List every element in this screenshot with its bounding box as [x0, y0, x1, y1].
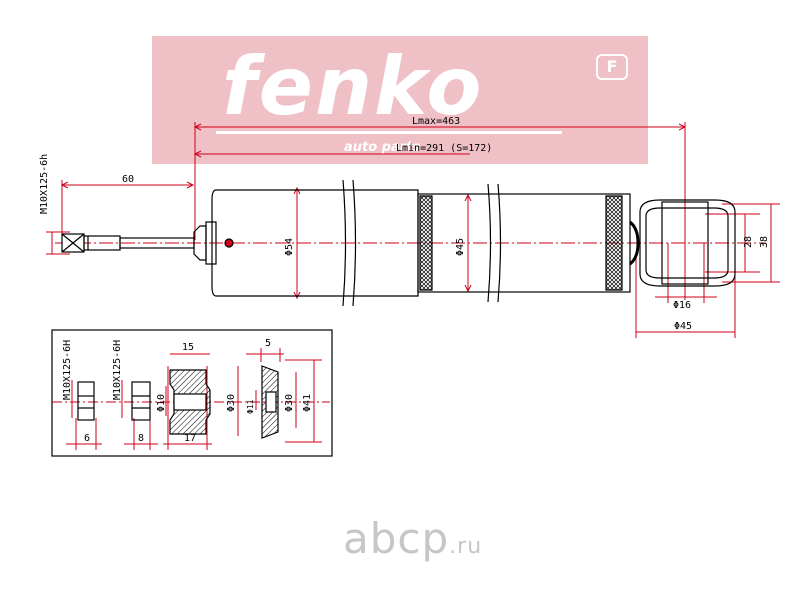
label-washer-mid: Φ30 [284, 394, 295, 412]
label-bushing-inner: Φ10 [156, 394, 167, 412]
shock-body [61, 179, 736, 307]
label-eye-inner: Φ16 [673, 300, 691, 311]
label-rod-length: 60 [122, 174, 134, 185]
label-eye-height: 38 [759, 236, 770, 248]
label-washer-inner: Φ11 [246, 399, 255, 414]
label-washer-outer: Φ41 [302, 394, 313, 412]
parts-box [51, 329, 333, 457]
label-body-diameter: Φ54 [284, 238, 295, 256]
label-lmin: Lmin=291 (S=172) [396, 143, 492, 154]
label-nut2-width: 8 [138, 433, 144, 444]
label-eye-width: 28 [743, 236, 754, 248]
watermark-site: abcp [343, 514, 450, 563]
brand-badge-icon: F [596, 54, 628, 80]
dimension-labels: Lmax=463 Lmin=291 (S=172) 60 M10X125-6h … [39, 116, 770, 444]
label-tube-diameter: Φ45 [455, 238, 466, 256]
label-nut1-width: 6 [84, 433, 90, 444]
label-nut1-thread: M10X125-6H [62, 340, 73, 400]
brand-logo-underline [216, 131, 562, 134]
label-lmax: Lmax=463 [412, 116, 460, 127]
label-washer-thickness: 5 [265, 338, 271, 349]
label-thread: M10X125-6h [39, 154, 50, 214]
brand-logo-text: fenko [222, 40, 484, 133]
label-bushing-outer: Φ30 [226, 394, 237, 412]
watermark-tld: .ru [449, 534, 483, 559]
brand-logo-panel [152, 36, 648, 164]
label-eye-outer: Φ45 [674, 321, 692, 332]
label-bushing-top: 15 [182, 342, 194, 353]
dimension-lines [46, 122, 780, 450]
brand-tagline: auto parts [344, 140, 421, 155]
label-nut2-thread: M10X125-6H [112, 340, 123, 400]
watermark: abcp.ru [343, 514, 482, 563]
label-bushing-bottom: 17 [184, 433, 196, 444]
